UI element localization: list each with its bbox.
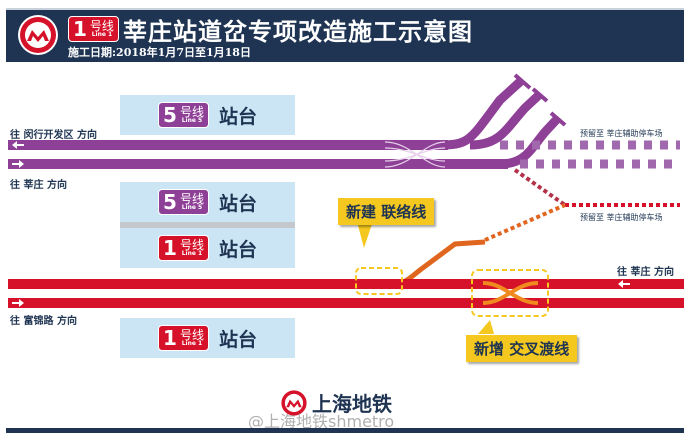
direction-arrows <box>12 141 630 307</box>
platform-label: 站台 <box>218 238 257 261</box>
line5-branch-tracks <box>439 76 562 169</box>
line-badge-en: Line 1 <box>91 31 113 38</box>
line-1-badge: 1 号线 Line 1 <box>158 235 209 261</box>
platform-label: 站台 <box>218 328 257 351</box>
new-link-highlight-box <box>355 267 403 295</box>
new-link-dotted <box>484 203 566 242</box>
platform-label: 站台 <box>218 105 257 128</box>
line-number: 5 <box>163 103 177 127</box>
line-badge-text: 号线 Line 5 <box>180 193 204 211</box>
line-badge-text: 号线 Line 1 <box>90 20 114 38</box>
line-badge-cn: 号线 <box>89 19 114 33</box>
line-number: 5 <box>163 190 177 214</box>
page-title: 莘庄站道岔专项改造施工示意图 <box>123 17 473 46</box>
line-badge-cn: 号线 <box>179 328 204 342</box>
line-number: 1 <box>73 17 87 41</box>
reserved-depot-note-bottom: 预留至 莘庄辅助停车场 <box>580 213 663 222</box>
line-badge-cn: 号线 <box>179 192 204 206</box>
construction-date: 施工日期:2018年1月7日至1月18日 <box>68 46 251 59</box>
shanghai-metro-logo-icon <box>18 15 58 55</box>
weibo-watermark: @上海地铁shmetro <box>248 412 395 431</box>
line-badge-cn: 号线 <box>179 105 204 119</box>
line-badge-en: Line 1 <box>181 250 203 257</box>
platform-divider <box>120 222 295 228</box>
line-badge-text: 号线 Line 1 <box>180 329 204 347</box>
reserved-link-dotted <box>513 168 567 207</box>
direction-label-fujinlu: 往 富锦路 方向 <box>10 316 77 327</box>
line5-platform-middle: 5 号线 Line 5 站台 <box>120 182 295 222</box>
track-end-caps <box>513 73 567 127</box>
line-1-badge: 1 号线 Line 1 <box>158 325 209 351</box>
line1-track-lower <box>8 298 684 308</box>
new-link-track <box>391 239 486 287</box>
direction-label-xinzhuang-line1: 往 莘庄 方向 <box>617 267 674 278</box>
line5-crossover <box>384 141 446 168</box>
line5-track-lower <box>8 159 508 169</box>
footer-bar <box>6 428 684 433</box>
platform-label: 站台 <box>218 192 257 215</box>
line1-new-crossover <box>482 281 539 305</box>
new-link-callout: 新建 联络线 <box>338 198 435 225</box>
direction-label-xinzhuang-line5: 往 莘庄 方向 <box>10 180 67 191</box>
footer-brand: 上海地铁 <box>280 388 392 417</box>
line-badge-cn: 号线 <box>179 238 204 252</box>
line1-platform-bottom: 1 号线 Line 1 站台 <box>120 318 295 358</box>
new-crossover-callout: 新增 交叉渡线 <box>466 335 578 362</box>
line1-platform-middle: 1 号线 Line 1 站台 <box>120 228 295 268</box>
direction-label-minhang: 往 闵行开发区 方向 <box>10 130 97 141</box>
brand-name: 上海地铁 <box>312 392 392 416</box>
line-badge-en: Line 5 <box>181 117 203 124</box>
line-badge-en: Line 5 <box>181 204 203 211</box>
line-5-badge: 5 号线 Line 5 <box>158 189 209 215</box>
line-badge-text: 号线 Line 5 <box>180 106 204 124</box>
header-banner: 1 号线 Line 1 莘庄站道岔专项改造施工示意图 施工日期:2018年1月7… <box>6 8 684 62</box>
line-1-badge: 1 号线 Line 1 <box>68 16 119 42</box>
line5-track-upper <box>8 140 448 150</box>
line-number: 1 <box>163 326 177 350</box>
reserved-depot-note-top: 预留至 莘庄辅助停车场 <box>580 129 663 138</box>
line-number: 1 <box>163 236 177 260</box>
line-5-badge: 5 号线 Line 5 <box>158 102 209 128</box>
line-badge-en: Line 1 <box>181 340 203 347</box>
new-link-callout-pointer <box>356 218 374 248</box>
new-crossover-highlight-box <box>471 269 549 317</box>
line-badge-text: 号线 Line 1 <box>180 239 204 257</box>
line5-platform-top: 5 号线 Line 5 站台 <box>120 95 295 135</box>
line1-track-upper <box>8 279 684 289</box>
shanghai-metro-logo-icon <box>281 389 307 416</box>
new-crossover-callout-pointer <box>478 320 494 334</box>
